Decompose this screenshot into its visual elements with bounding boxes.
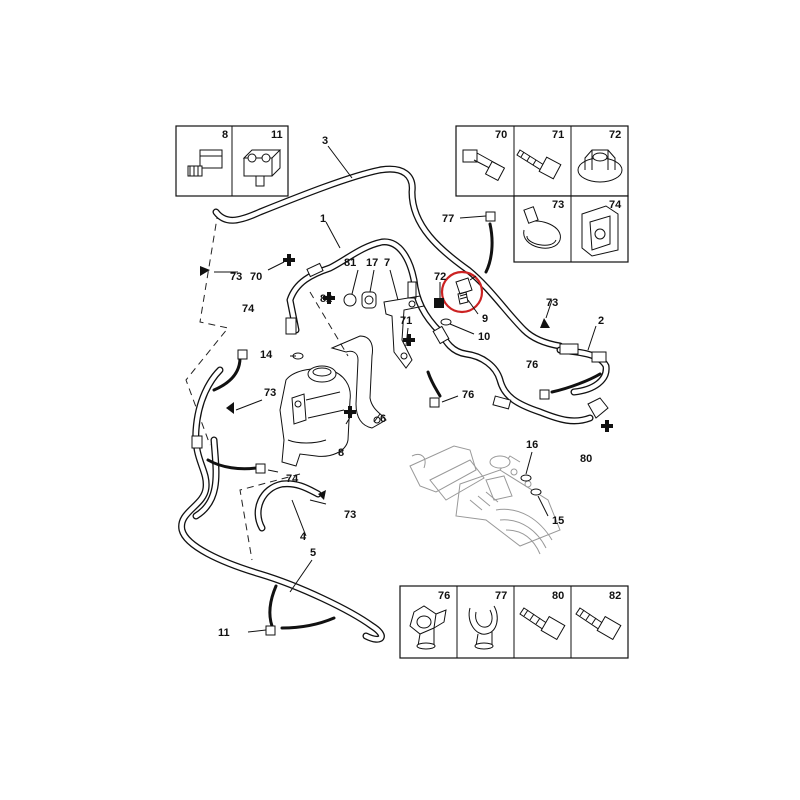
callout-16: 16: [526, 439, 538, 451]
leader-lines: [214, 145, 597, 633]
callout-73: 73: [230, 271, 242, 283]
triangle-marker: [540, 318, 550, 328]
callout-11: 11: [218, 627, 230, 639]
cross-marker: [283, 254, 295, 266]
callout-8: 8: [338, 447, 344, 459]
marker-symbols: [200, 211, 613, 636]
square-marker: [539, 389, 550, 400]
callout-15: 15: [552, 515, 564, 527]
panel-label-74: 74: [609, 199, 622, 211]
part-8-union-icon: [187, 149, 223, 177]
part-9-union-icon: [455, 275, 477, 305]
panel-label-8: 8: [222, 129, 228, 141]
panel-label-82: 82: [609, 590, 621, 602]
part-73-cable-tie-icon: [523, 206, 561, 249]
panel-label-11: 11: [271, 129, 283, 141]
part-80-bolt-icon: [519, 607, 566, 641]
solid-square-marker: [434, 298, 444, 308]
callout-17: 17: [366, 257, 378, 269]
part-70-bolt-icon: [462, 149, 506, 182]
callout-73: 73: [264, 387, 276, 399]
bracket-7: [383, 295, 425, 369]
highlight-ring: [440, 270, 484, 314]
callout-72: 72: [434, 271, 446, 283]
cross-marker: [323, 292, 335, 304]
part-82-bolt-icon: [575, 607, 622, 641]
callout-2: 2: [598, 315, 604, 327]
cross-marker: [601, 420, 613, 432]
part-11-pipe-clip-icon: [242, 149, 282, 187]
callout-73: 73: [344, 509, 356, 521]
callout-labels: 3 1 73 70 82 81 17 7 72 9 10 71 74 14 73…: [218, 135, 604, 639]
panel-label-80: 80: [552, 590, 564, 602]
panel-label-72: 72: [609, 129, 621, 141]
part-72-flange-nut-icon: [577, 149, 623, 183]
fittings-81-17: [343, 291, 377, 309]
cross-marker: [403, 334, 415, 346]
panel-label-71: 71: [552, 129, 564, 141]
callout-74: 74: [286, 473, 299, 485]
callout-80: 80: [580, 453, 592, 465]
callout-7: 7: [384, 257, 390, 269]
callout-6: 6: [380, 413, 386, 425]
steering-rack: [409, 445, 561, 555]
cross-marker: [344, 406, 356, 418]
callout-76: 76: [526, 359, 538, 371]
square-marker: [255, 463, 266, 474]
triangle-marker: [200, 266, 210, 276]
square-marker: [265, 625, 276, 636]
assembly-outline-dashed: [185, 211, 349, 561]
callout-77: 77: [442, 213, 454, 225]
callout-71: 71: [400, 315, 412, 327]
callout-9: 9: [482, 313, 488, 325]
callout-73: 73: [546, 297, 558, 309]
pipe-1-pressure-hose: [285, 238, 594, 425]
square-marker: [485, 211, 496, 222]
parts-panel-top-left: 8 11: [175, 125, 289, 197]
part-77-pipe-holder-icon: [468, 605, 498, 650]
triangle-marker: [318, 490, 326, 500]
callout-70: 70: [250, 271, 262, 283]
part-71-bolt-icon: [516, 149, 562, 180]
hose-4-reservoir-feed: [254, 480, 322, 532]
pipe-5-cooling-loop: [178, 366, 385, 643]
square-marker: [237, 349, 248, 360]
cable-ties: [206, 222, 602, 630]
triangle-marker: [226, 402, 234, 414]
callout-74: 74: [242, 303, 255, 315]
square-marker: [429, 397, 440, 408]
panel-label-76: 76: [438, 590, 450, 602]
callout-3: 3: [322, 135, 328, 147]
pipe-3-return-line: [212, 165, 564, 350]
bracket-6: [330, 335, 387, 429]
parts-panel-bottom-right: 76 77 80 82: [399, 585, 629, 659]
callout-81: 81: [344, 257, 356, 269]
pipe-2-return-hose: [556, 343, 610, 419]
panel-label-77: 77: [495, 590, 507, 602]
fluid-reservoir: [279, 365, 351, 467]
callout-14: 14: [260, 349, 273, 361]
part-76-pipe-holder-icon: [409, 605, 447, 650]
part-9-highlight[interactable]: [440, 270, 484, 314]
panel-label-70: 70: [495, 129, 507, 141]
parts-panel-top-right: 70 71 72 73 74: [455, 125, 629, 263]
callout-10: 10: [478, 331, 490, 343]
callout-4: 4: [300, 531, 307, 543]
panel-label-73: 73: [552, 199, 564, 211]
part-74-clip-icon: [581, 205, 619, 257]
callout-5: 5: [310, 547, 316, 559]
callout-76: 76: [462, 389, 474, 401]
callout-1: 1: [320, 213, 326, 225]
callout-82: 82: [320, 293, 332, 305]
